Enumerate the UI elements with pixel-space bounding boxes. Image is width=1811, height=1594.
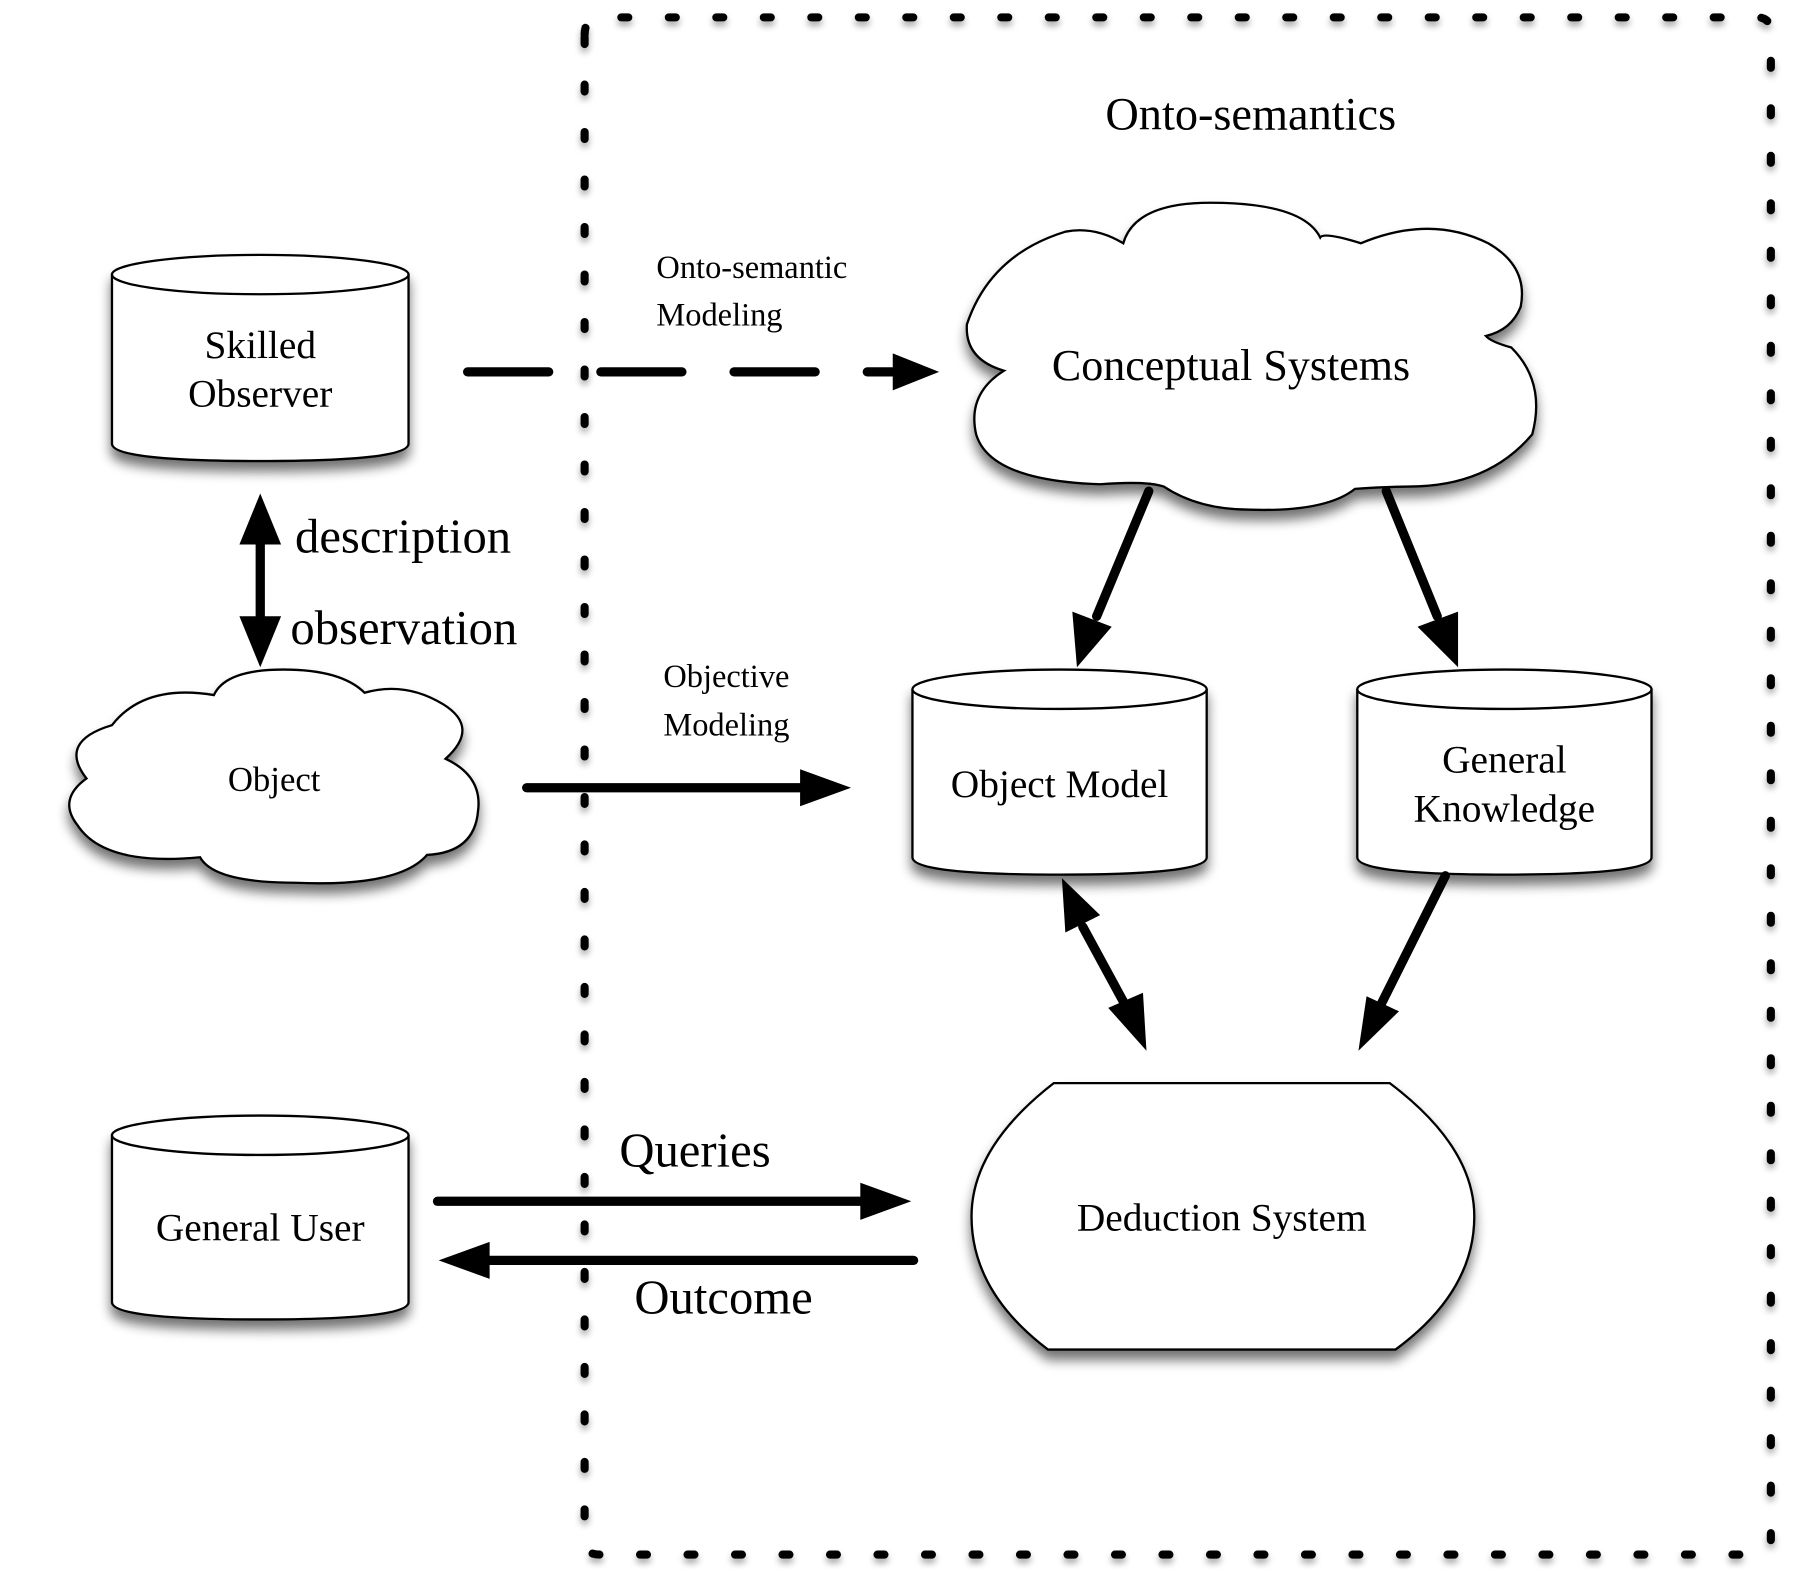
arrowhead bbox=[892, 353, 940, 391]
node-skilled-observer bbox=[110, 253, 410, 463]
container-title: Onto-semantics bbox=[1105, 90, 1396, 141]
onto-semantic-modeling-label-line2: Modeling bbox=[656, 298, 782, 334]
edge-objective-modeling: Objective Modeling bbox=[522, 659, 852, 807]
node-object-model bbox=[911, 668, 1208, 876]
edge-onto-semantic-modeling: Onto-semantic Modeling bbox=[462, 250, 940, 391]
observation-label: observation bbox=[290, 601, 517, 655]
object-label: Object bbox=[228, 760, 321, 799]
arrowhead-down bbox=[239, 616, 282, 668]
arrowhead-up bbox=[1061, 878, 1101, 933]
line bbox=[1092, 486, 1154, 621]
cloud-shape bbox=[68, 668, 480, 885]
cylinder-body bbox=[110, 1135, 410, 1321]
arrowhead-down bbox=[1108, 992, 1147, 1051]
cloud-shape bbox=[965, 201, 1538, 512]
arrowhead bbox=[1358, 996, 1399, 1051]
line bbox=[1381, 486, 1442, 621]
skilled-observer-label-line2: Observer bbox=[188, 372, 332, 416]
cylinder-body bbox=[1356, 689, 1653, 876]
objective-modeling-label-line2: Modeling bbox=[663, 708, 789, 744]
cylinder-body bbox=[911, 689, 1208, 876]
cylinder-top bbox=[1356, 668, 1653, 711]
outcome-label: Outcome bbox=[634, 1271, 812, 1325]
general-user-label: General User bbox=[156, 1206, 365, 1250]
queries-label: Queries bbox=[619, 1124, 770, 1178]
conceptual-systems-label: Conceptual Systems bbox=[1052, 341, 1410, 390]
node-general-knowledge bbox=[1356, 668, 1653, 876]
object-model-label: Object Model bbox=[951, 762, 1169, 806]
arrowhead bbox=[800, 769, 852, 807]
cylinder-top bbox=[911, 668, 1208, 711]
onto-semantic-modeling-label-line1: Onto-semantic bbox=[656, 250, 847, 286]
container-dotted-border bbox=[580, 13, 1775, 1559]
node-conceptual-systems bbox=[965, 201, 1538, 512]
arrowhead bbox=[1417, 611, 1459, 668]
description-label: description bbox=[295, 510, 511, 564]
arrowhead-up bbox=[239, 493, 282, 545]
node-general-user bbox=[110, 1114, 410, 1321]
line bbox=[1376, 871, 1450, 1008]
cylinder-top bbox=[110, 1114, 410, 1157]
edge-general-knowledge-to-deduction bbox=[1358, 871, 1450, 1051]
line bbox=[1078, 922, 1132, 1013]
arrowhead bbox=[1072, 611, 1112, 668]
edge-object-model-deduction bbox=[1061, 878, 1147, 1051]
edge-outcome: Outcome bbox=[438, 1241, 919, 1325]
edge-description-observation: description observation bbox=[239, 493, 517, 668]
deduction-system-label: Deduction System bbox=[1077, 1195, 1367, 1239]
objective-modeling-label-line1: Objective bbox=[663, 659, 789, 695]
edge-queries: Queries bbox=[432, 1124, 912, 1220]
edge-conceptual-to-general-knowledge bbox=[1381, 486, 1459, 668]
general-knowledge-label-line1: General bbox=[1442, 738, 1567, 782]
onto-semantics-container: Onto-semantics bbox=[580, 13, 1775, 1559]
arrowhead bbox=[438, 1241, 490, 1279]
skilled-observer-label-line1: Skilled bbox=[204, 323, 316, 367]
cylinder-top bbox=[110, 253, 410, 296]
cylinder-body bbox=[110, 274, 410, 463]
general-knowledge-label-line2: Knowledge bbox=[1414, 786, 1596, 830]
node-deduction-system bbox=[970, 1081, 1476, 1351]
node-object bbox=[68, 668, 480, 885]
edge-conceptual-to-object-model bbox=[1072, 486, 1154, 668]
arrowhead bbox=[860, 1182, 912, 1220]
pill-shape bbox=[970, 1081, 1476, 1351]
